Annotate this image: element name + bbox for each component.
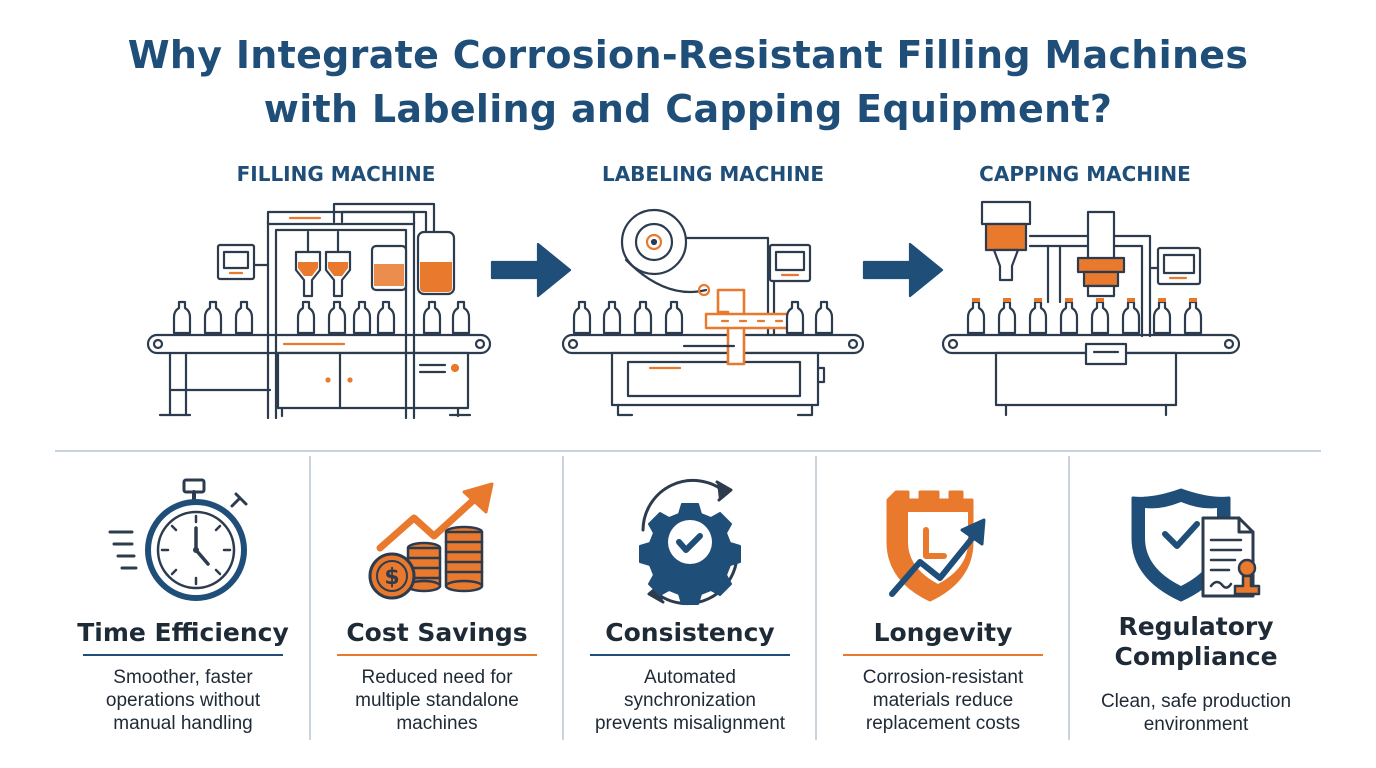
benefit-title: Time Efficiency — [77, 618, 289, 647]
column-divider — [562, 456, 564, 740]
benefit-title: Cost Savings — [346, 618, 528, 647]
machine-line-illustration — [146, 200, 1241, 420]
benefit-description: Corrosion-resistant materials reduce rep… — [862, 667, 1024, 734]
title-underline — [337, 654, 537, 656]
page-title: Why Integrate Corrosion-Resistant Fillin… — [0, 28, 1376, 136]
benefit-description: Clean, safe production environment — [1100, 691, 1292, 735]
shield-document-icon — [1131, 488, 1261, 602]
coins-growth-icon: $ — [368, 482, 494, 600]
svg-text:$: $ — [384, 565, 399, 590]
benefit-card-consistency: Consistency Automated synchronization pr… — [564, 456, 816, 746]
benefit-card-cost-savings: $ Cost Savings Reduced need for multiple… — [311, 456, 563, 746]
benefit-description: Smoother, faster operations without manu… — [105, 667, 261, 734]
column-divider — [1068, 456, 1070, 740]
shield-growth-icon — [886, 490, 986, 602]
benefit-card-longevity: Longevity Corrosion-resistant materials … — [817, 456, 1069, 746]
title-line-1: Why Integrate Corrosion-Resistant Fillin… — [127, 33, 1249, 77]
title-underline — [843, 654, 1043, 656]
filling-machine-label: FILLING MACHINE — [236, 162, 436, 186]
arrow-icon — [862, 242, 944, 298]
filling-machine-illustration — [146, 202, 492, 420]
stopwatch-icon — [108, 478, 248, 601]
benefit-description: Reduced need for multiple standalone mac… — [355, 667, 519, 734]
title-underline — [590, 654, 790, 656]
title-line-2: with Labeling and Capping Equipment? — [263, 87, 1113, 131]
arrow-icon — [490, 242, 572, 298]
capping-machine-label: CAPPING MACHINE — [979, 162, 1191, 186]
benefit-description: Automated synchronization prevents misal… — [594, 667, 786, 734]
column-divider — [309, 456, 311, 740]
section-divider — [55, 450, 1321, 452]
benefit-title: Longevity — [873, 618, 1013, 647]
labeling-machine-label: LABELING MACHINE — [601, 162, 825, 186]
title-underline — [83, 654, 283, 656]
capping-machine-illustration — [941, 200, 1241, 417]
benefit-title: Consistency — [605, 618, 775, 647]
benefit-card-regulatory-compliance: Regulatory Compliance Clean, safe produc… — [1070, 456, 1322, 746]
gear-check-icon — [639, 478, 741, 606]
column-divider — [815, 456, 817, 740]
benefit-title: Regulatory Compliance — [1114, 612, 1278, 671]
benefit-card-time-efficiency: Time Efficiency Smoother, faster operati… — [57, 456, 309, 746]
labeling-machine-illustration — [561, 208, 865, 417]
